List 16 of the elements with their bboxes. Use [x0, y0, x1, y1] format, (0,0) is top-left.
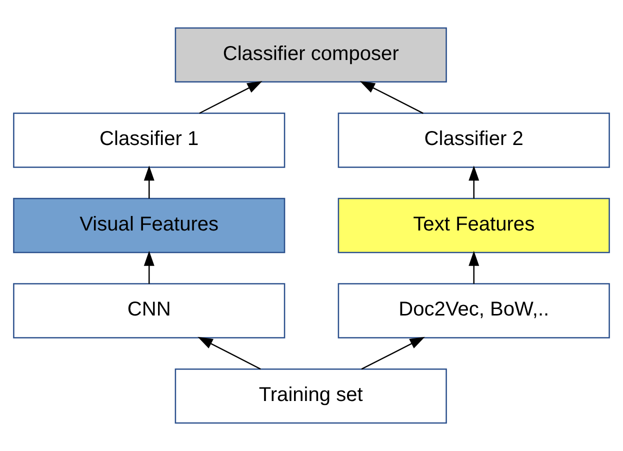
arrow — [144, 250, 154, 284]
arrow — [468, 250, 480, 284]
node-box: CNN — [13, 283, 286, 338]
arrow — [360, 81, 424, 114]
node-box: Training set — [174, 368, 447, 424]
arrow — [198, 336, 261, 370]
node-box: Doc2Vec, BoW,.. — [338, 283, 610, 338]
node-box: Visual Features — [13, 198, 286, 254]
arrow — [199, 81, 262, 114]
arrow — [144, 166, 154, 199]
node-box: Classifier composer — [174, 27, 447, 83]
node-box: Classifier 1 — [13, 112, 286, 168]
arrow — [361, 336, 425, 370]
arrow — [468, 166, 480, 199]
node-box: Text Features — [338, 198, 610, 254]
node-box: Classifier 2 — [338, 112, 610, 168]
